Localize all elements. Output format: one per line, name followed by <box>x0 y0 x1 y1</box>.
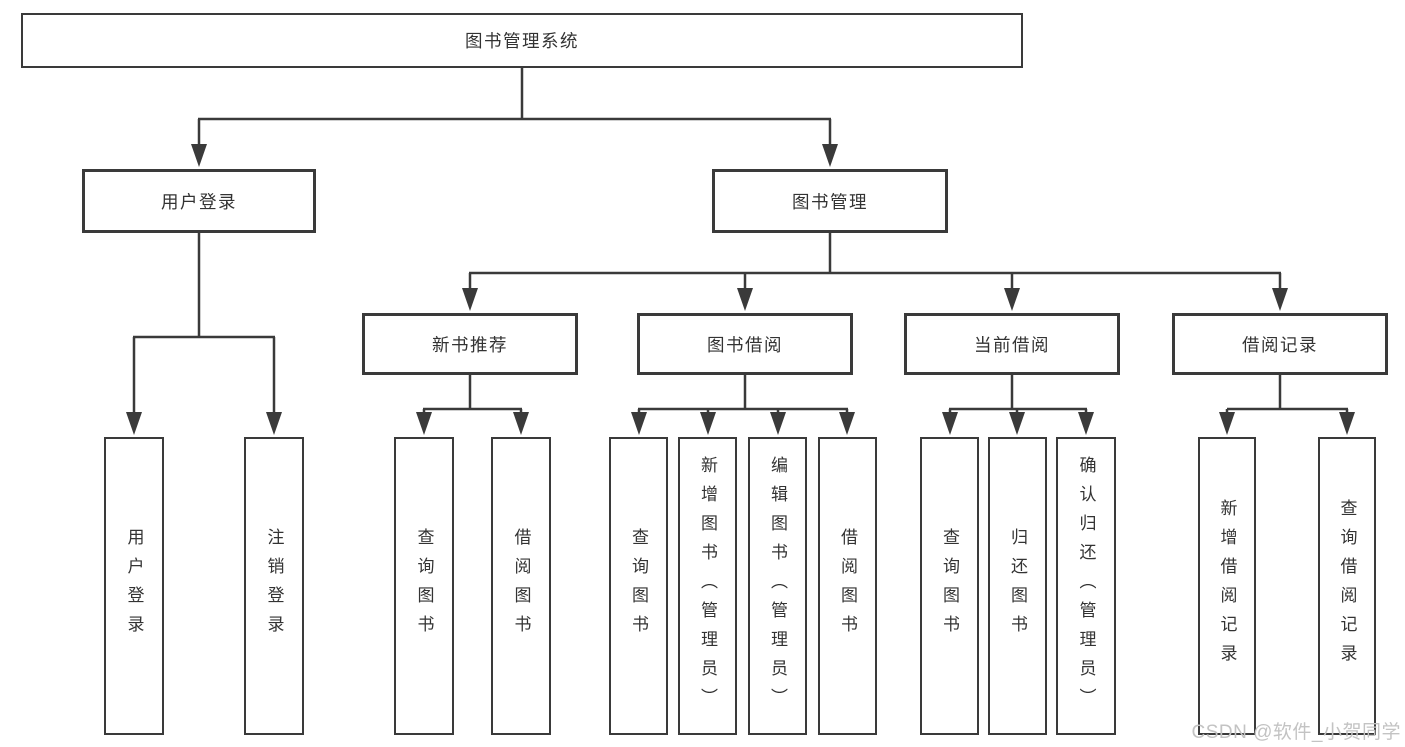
node-confirm-return-admin: 确认归还（管理员） <box>1056 437 1116 735</box>
connector-root-to-level2 <box>191 67 838 167</box>
arrow-down-icon <box>1339 412 1355 435</box>
node-label: 查询图书 <box>414 528 434 644</box>
connector-current-borrowing-to-children <box>942 374 1094 435</box>
node-query-borrow-record: 查询借阅记录 <box>1318 437 1376 735</box>
node-add-borrow-record: 新增借阅记录 <box>1198 437 1256 735</box>
arrow-down-icon <box>1078 412 1094 435</box>
node-query-books-current: 查询图书 <box>920 437 979 735</box>
arrow-down-icon <box>513 412 529 435</box>
arrow-down-icon <box>191 144 207 167</box>
arrow-down-icon <box>462 288 478 311</box>
node-label: 图书管理 <box>792 191 868 212</box>
node-new-book-recommendation: 新书推荐 <box>362 313 578 375</box>
node-label: 注销登录 <box>264 528 284 644</box>
node-borrow-books-leaf: 借阅图书 <box>818 437 877 735</box>
arrow-down-icon <box>737 288 753 311</box>
arrow-down-icon <box>631 412 647 435</box>
node-label: 新增图书（管理员） <box>698 455 717 717</box>
node-book-management: 图书管理 <box>712 169 948 233</box>
connector-new-book-recommendation-to-children <box>416 374 529 435</box>
node-label: 新书推荐 <box>432 334 508 355</box>
arrow-down-icon <box>1219 412 1235 435</box>
arrow-down-icon <box>770 412 786 435</box>
node-book-borrowing: 图书借阅 <box>637 313 853 375</box>
arrow-down-icon <box>1004 288 1020 311</box>
node-label: 查询图书 <box>629 528 648 644</box>
csdn-watermark: CSDN @软件_小贺同学 <box>1191 722 1401 743</box>
node-label: 确认归还（管理员） <box>1076 455 1096 717</box>
node-label: 用户登录 <box>161 191 237 212</box>
connector-book-borrowing-to-children <box>631 374 855 435</box>
node-label: 查询图书 <box>940 528 959 644</box>
node-label: 查询借阅记录 <box>1337 499 1357 673</box>
connector-user-login-to-children <box>126 232 282 435</box>
node-user-login-leaf: 用户登录 <box>104 437 164 735</box>
node-borrow-books-recommend: 借阅图书 <box>491 437 551 735</box>
node-query-books-recommend: 查询图书 <box>394 437 454 735</box>
node-library-management-system: 图书管理系统 <box>21 13 1023 68</box>
arrow-down-icon <box>1272 288 1288 311</box>
connector-borrowing-records-to-children <box>1219 374 1355 435</box>
node-edit-book-admin: 编辑图书（管理员） <box>748 437 807 735</box>
node-label: 借阅图书 <box>511 528 531 644</box>
node-add-book-admin: 新增图书（管理员） <box>678 437 737 735</box>
node-label: 编辑图书（管理员） <box>768 455 787 717</box>
node-current-borrowing: 当前借阅 <box>904 313 1120 375</box>
node-borrowing-records: 借阅记录 <box>1172 313 1388 375</box>
node-label: 当前借阅 <box>974 334 1050 355</box>
node-label: 借阅记录 <box>1242 334 1318 355</box>
node-user-login: 用户登录 <box>82 169 316 233</box>
node-label: 图书借阅 <box>707 334 783 355</box>
arrow-down-icon <box>126 412 142 435</box>
arrow-down-icon <box>700 412 716 435</box>
connector-book-management-to-level3 <box>462 232 1288 311</box>
node-label: 图书管理系统 <box>465 31 579 51</box>
arrow-down-icon <box>822 144 838 167</box>
arrow-down-icon <box>1009 412 1025 435</box>
node-label: 新增借阅记录 <box>1217 499 1237 673</box>
arrow-down-icon <box>942 412 958 435</box>
node-label: 借阅图书 <box>838 528 857 644</box>
node-label: 用户登录 <box>124 528 144 644</box>
node-query-books-borrowing: 查询图书 <box>609 437 668 735</box>
node-label: 归还图书 <box>1008 528 1027 644</box>
arrow-down-icon <box>416 412 432 435</box>
arrow-down-icon <box>266 412 282 435</box>
arrow-down-icon <box>839 412 855 435</box>
node-logout: 注销登录 <box>244 437 304 735</box>
node-return-books: 归还图书 <box>988 437 1047 735</box>
